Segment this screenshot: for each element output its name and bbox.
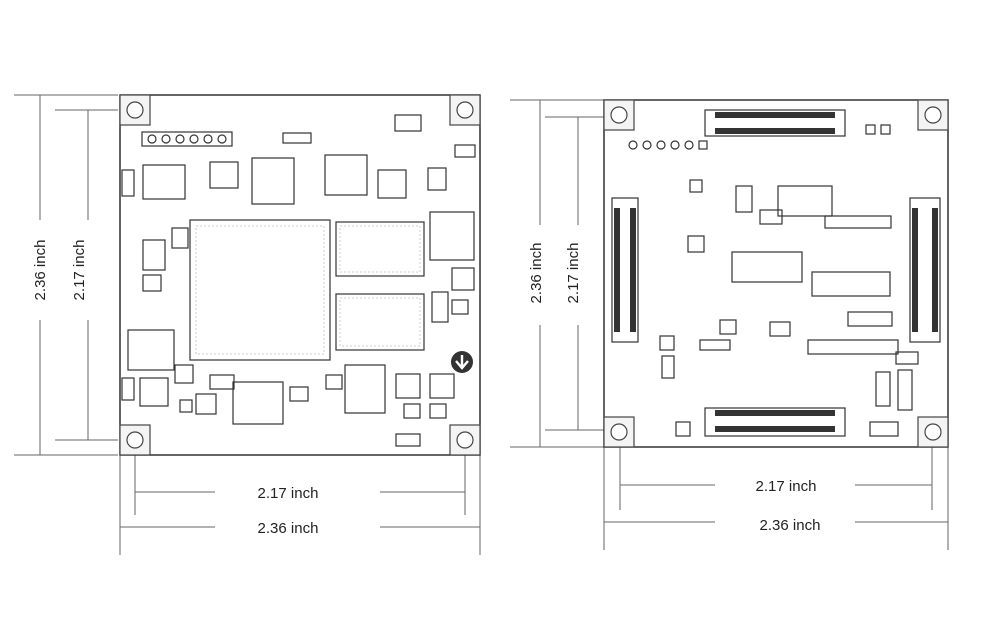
left-board: 2.36 inch 2.17 inch 2.17 inch 2.36 inch xyxy=(14,94,481,555)
dim-label-outer-vertical: 2.36 inch xyxy=(32,240,49,301)
board-connector-top xyxy=(704,109,846,137)
pin-header xyxy=(141,131,233,147)
dim-label-outer-horizontal: 2.36 inch xyxy=(760,517,821,534)
dim-label-inner-horizontal: 2.17 inch xyxy=(756,478,817,495)
board-outline xyxy=(603,99,949,448)
board-connector-bottom xyxy=(704,407,846,437)
mounting-holes xyxy=(603,99,949,448)
mounting-holes xyxy=(119,94,481,456)
dim-label-outer-vertical: 2.36 inch xyxy=(528,243,545,304)
board-connector-right xyxy=(909,197,941,343)
memory-chip xyxy=(335,293,425,351)
board-connector-left xyxy=(611,197,639,343)
dim-label-outer-horizontal: 2.36 inch xyxy=(258,520,319,537)
dim-label-inner-vertical: 2.17 inch xyxy=(565,243,582,304)
arrow-down-icon xyxy=(451,351,473,373)
right-board: 2.36 inch 2.17 inch 2.17 inch 2.36 inch xyxy=(510,99,949,550)
dim-label-inner-vertical: 2.17 inch xyxy=(71,240,88,301)
test-pads xyxy=(628,124,891,150)
dim-label-inner-horizontal: 2.17 inch xyxy=(258,485,319,502)
bga-chip xyxy=(189,219,331,361)
memory-chip xyxy=(335,221,425,277)
